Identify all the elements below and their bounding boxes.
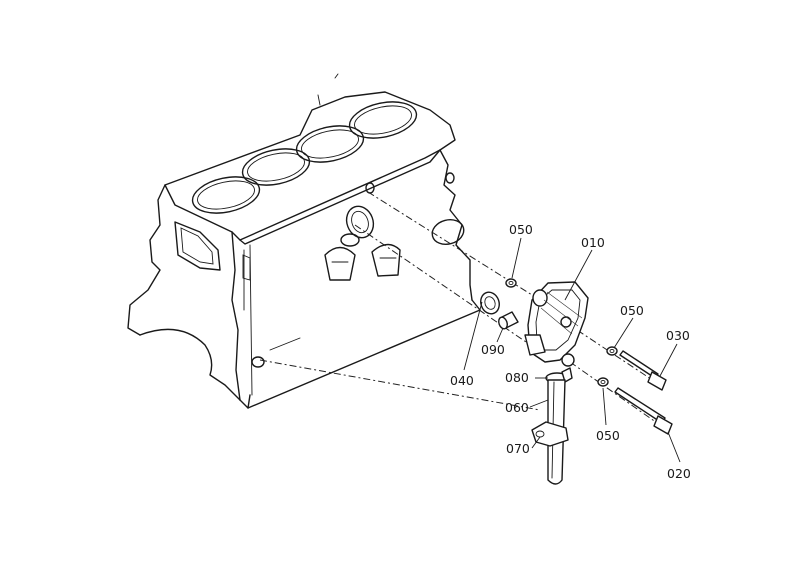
label-080: 080 [505,370,529,385]
label-020: 020 [667,466,691,481]
label-010: 010 [581,235,605,250]
bolt-short [619,350,667,391]
label-070: 070 [506,441,530,456]
oil-seal-ring [480,291,500,315]
part-number-labels: 050 010 050 030 090 040 080 060 070 050 … [450,222,691,481]
label-090: 090 [481,342,505,357]
washer-mid [606,346,618,356]
label-040: 040 [450,373,474,388]
label-060: 060 [505,400,529,415]
bolt-long [614,387,673,435]
oil-filler-housing [524,281,589,367]
label-050-bottom: 050 [596,428,620,443]
washer-lower [597,377,609,387]
engine-block [127,73,481,409]
label-050-mid: 050 [620,303,644,318]
label-050-top: 050 [509,222,533,237]
leader-lines [463,237,681,463]
collar-pin [498,311,519,330]
assembly-centerlines [259,191,661,426]
label-030: 030 [666,328,690,343]
washer-upper [505,278,517,288]
